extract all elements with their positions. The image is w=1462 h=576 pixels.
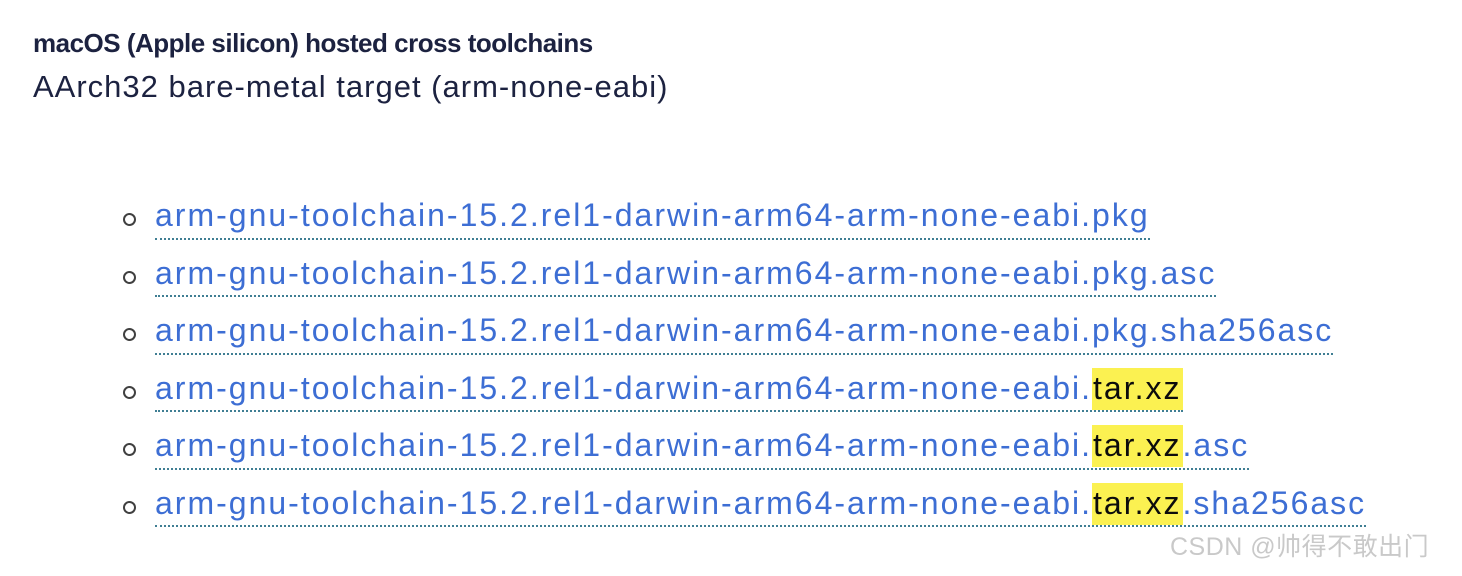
circle-bullet-icon <box>123 500 136 514</box>
download-link-pkg-asc[interactable]: arm-gnu-toolchain-15.2.rel1-darwin-arm64… <box>155 254 1217 298</box>
link-text: .sha256asc <box>1182 484 1367 521</box>
list-item: arm-gnu-toolchain-15.2.rel1-darwin-arm64… <box>123 478 1462 536</box>
search-highlight: tar.xz <box>1092 482 1183 525</box>
download-links-list: arm-gnu-toolchain-15.2.rel1-darwin-arm64… <box>0 191 1462 536</box>
download-link-tarxz-sha256asc[interactable]: arm-gnu-toolchain-15.2.rel1-darwin-arm64… <box>155 482 1367 528</box>
link-text: arm-gnu-toolchain-15.2.rel1-darwin-arm64… <box>155 312 1334 349</box>
article-page: macOS (Apple silicon) hosted cross toolc… <box>0 28 1462 561</box>
download-link-pkg-sha256asc[interactable]: arm-gnu-toolchain-15.2.rel1-darwin-arm64… <box>155 312 1334 355</box>
link-text: arm-gnu-toolchain-15.2.rel1-darwin-arm64… <box>155 254 1217 291</box>
list-item: arm-gnu-toolchain-15.2.rel1-darwin-arm64… <box>123 363 1462 421</box>
target-heading: AArch32 bare-metal target (arm-none-eabi… <box>33 69 669 105</box>
list-item: arm-gnu-toolchain-15.2.rel1-darwin-arm64… <box>123 248 1462 306</box>
download-link-tarxz-asc[interactable]: arm-gnu-toolchain-15.2.rel1-darwin-arm64… <box>155 425 1250 470</box>
search-highlight: tar.xz <box>1092 367 1183 410</box>
search-highlight: tar.xz <box>1092 425 1183 468</box>
link-text: arm-gnu-toolchain-15.2.rel1-darwin-arm64… <box>155 197 1150 234</box>
circle-bullet-icon <box>123 213 136 227</box>
circle-bullet-icon <box>123 443 136 457</box>
link-text: arm-gnu-toolchain-15.2.rel1-darwin-arm64… <box>155 427 1093 464</box>
link-text: .asc <box>1182 427 1250 464</box>
list-item: arm-gnu-toolchain-15.2.rel1-darwin-arm64… <box>123 421 1462 479</box>
download-link-pkg[interactable]: arm-gnu-toolchain-15.2.rel1-darwin-arm64… <box>155 199 1150 240</box>
list-item: arm-gnu-toolchain-15.2.rel1-darwin-arm64… <box>123 306 1462 364</box>
download-link-tarxz[interactable]: arm-gnu-toolchain-15.2.rel1-darwin-arm64… <box>155 367 1183 413</box>
section-heading: macOS (Apple silicon) hosted cross toolc… <box>33 28 593 58</box>
circle-bullet-icon <box>123 328 136 342</box>
link-text: arm-gnu-toolchain-15.2.rel1-darwin-arm64… <box>155 369 1093 406</box>
link-text: arm-gnu-toolchain-15.2.rel1-darwin-arm64… <box>155 484 1093 521</box>
circle-bullet-icon <box>123 270 136 284</box>
circle-bullet-icon <box>123 385 136 399</box>
list-item: arm-gnu-toolchain-15.2.rel1-darwin-arm64… <box>123 191 1462 249</box>
